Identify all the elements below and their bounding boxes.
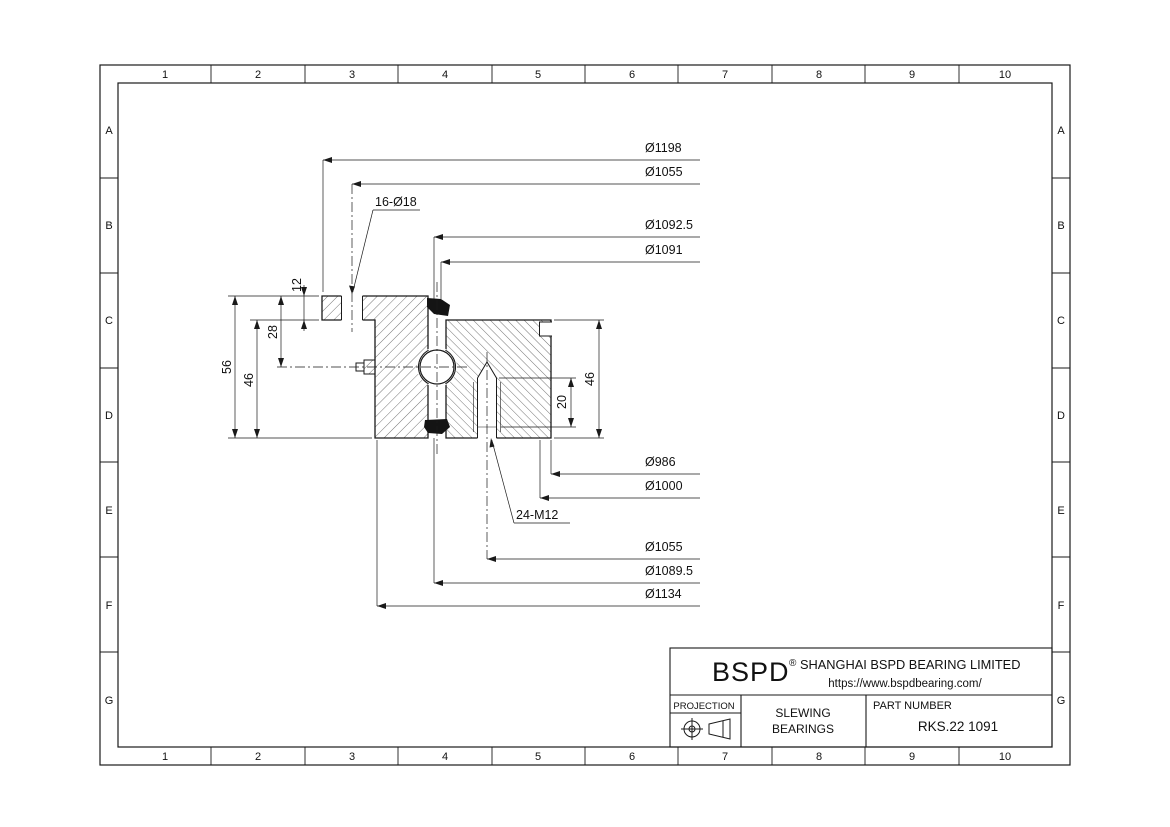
dim-groove: Ø1000 (645, 479, 683, 493)
grid-col-label: 6 (629, 751, 635, 763)
inner-ring-groove (539, 321, 553, 337)
grid-col-label: 1 (162, 751, 168, 763)
grid-col-label: 8 (816, 69, 822, 81)
grid-col-label: 4 (442, 751, 448, 763)
grid-row-label: B (105, 220, 112, 232)
dim-bolt-circle-inner: Ø1055 (645, 540, 683, 554)
grid-col-label: 10 (999, 751, 1011, 763)
dimension-labels: Ø1198 Ø1055 Ø1092.5 Ø1091 Ø986 Ø1000 Ø10… (220, 141, 693, 601)
dim-ring-height-left: 46 (242, 373, 256, 387)
dim-flange-thickness: 12 (290, 278, 304, 292)
grid-col-label: 9 (909, 751, 915, 763)
dim-od-flange: Ø1198 (645, 141, 682, 155)
part-number-label: PART NUMBER (873, 700, 952, 712)
company-logo: BSPD (712, 657, 790, 687)
grid-row-label: E (105, 505, 112, 517)
grid-reference-labels: 1 2 3 4 5 6 7 8 9 10 1 2 3 4 5 6 7 8 9 1… (105, 69, 1066, 763)
grid-col-label: 1 (162, 69, 168, 81)
dim-raceway-upper: Ø1092.5 (645, 218, 693, 232)
dim-thread-depth: 20 (555, 395, 569, 409)
grid-row-label: C (105, 315, 113, 327)
grid-row-label: A (1057, 125, 1065, 137)
grid-col-label: 4 (442, 69, 448, 81)
dimension-lines (228, 159, 700, 607)
grid-row-label: F (1058, 600, 1065, 612)
dim-ring-height-right: 46 (583, 372, 597, 386)
product-type-line2: BEARINGS (772, 722, 834, 736)
dim-od-body: Ø1134 (645, 587, 682, 601)
callout-inner-tapped-holes: 24-M12 (516, 508, 558, 522)
grid-row-label: D (1057, 410, 1065, 422)
projection-symbol-icon (681, 718, 731, 740)
company-website: https://www.bspdbearing.com/ (828, 678, 982, 690)
grid-col-label: 7 (722, 751, 728, 763)
dimension-arrowheads (232, 157, 602, 609)
grid-row-label: G (1057, 695, 1066, 707)
grid-col-label: 10 (999, 69, 1011, 81)
grid-row-label: D (105, 410, 113, 422)
grid-col-label: 5 (535, 69, 541, 81)
grid-row-label: B (1057, 220, 1064, 232)
dim-pitch-diameter: Ø1091 (645, 243, 683, 257)
grid-col-label: 5 (535, 751, 541, 763)
grid-col-label: 2 (255, 69, 261, 81)
grid-row-label: G (105, 695, 114, 707)
dim-raceway-lower: Ø1089.5 (645, 564, 693, 578)
dim-total-height: 56 (220, 360, 234, 374)
drawing-frame (99, 64, 1071, 766)
grid-col-label: 8 (816, 751, 822, 763)
grid-col-label: 2 (255, 751, 261, 763)
projection-label: PROJECTION (673, 701, 734, 712)
grid-row-label: A (105, 125, 113, 137)
dim-nipple-height: 28 (266, 325, 280, 339)
grid-col-label: 6 (629, 69, 635, 81)
product-type-line1: SLEWING (775, 706, 830, 720)
grid-row-label: E (1057, 505, 1064, 517)
grid-row-label: C (1057, 315, 1065, 327)
grid-col-label: 3 (349, 751, 355, 763)
centerlines (277, 184, 488, 559)
grid-col-label: 9 (909, 69, 915, 81)
callout-outer-bolt-holes: 16-Ø18 (375, 195, 417, 209)
grid-row-label: F (106, 600, 113, 612)
upper-seal (427, 298, 450, 316)
part-number-value: RKS.22 1091 (918, 719, 998, 734)
grid-col-label: 7 (722, 69, 728, 81)
inner-ring-section (445, 319, 552, 439)
dim-bore: Ø986 (645, 455, 676, 469)
dim-bolt-circle-outer: Ø1055 (645, 165, 683, 179)
outer-ring-bolt-hole (341, 294, 363, 322)
company-name: SHANGHAI BSPD BEARING LIMITED (800, 657, 1020, 672)
grid-col-label: 3 (349, 69, 355, 81)
title-block: BSPD ® SHANGHAI BSPD BEARING LIMITED htt… (669, 647, 1053, 748)
registered-mark: ® (789, 658, 797, 669)
